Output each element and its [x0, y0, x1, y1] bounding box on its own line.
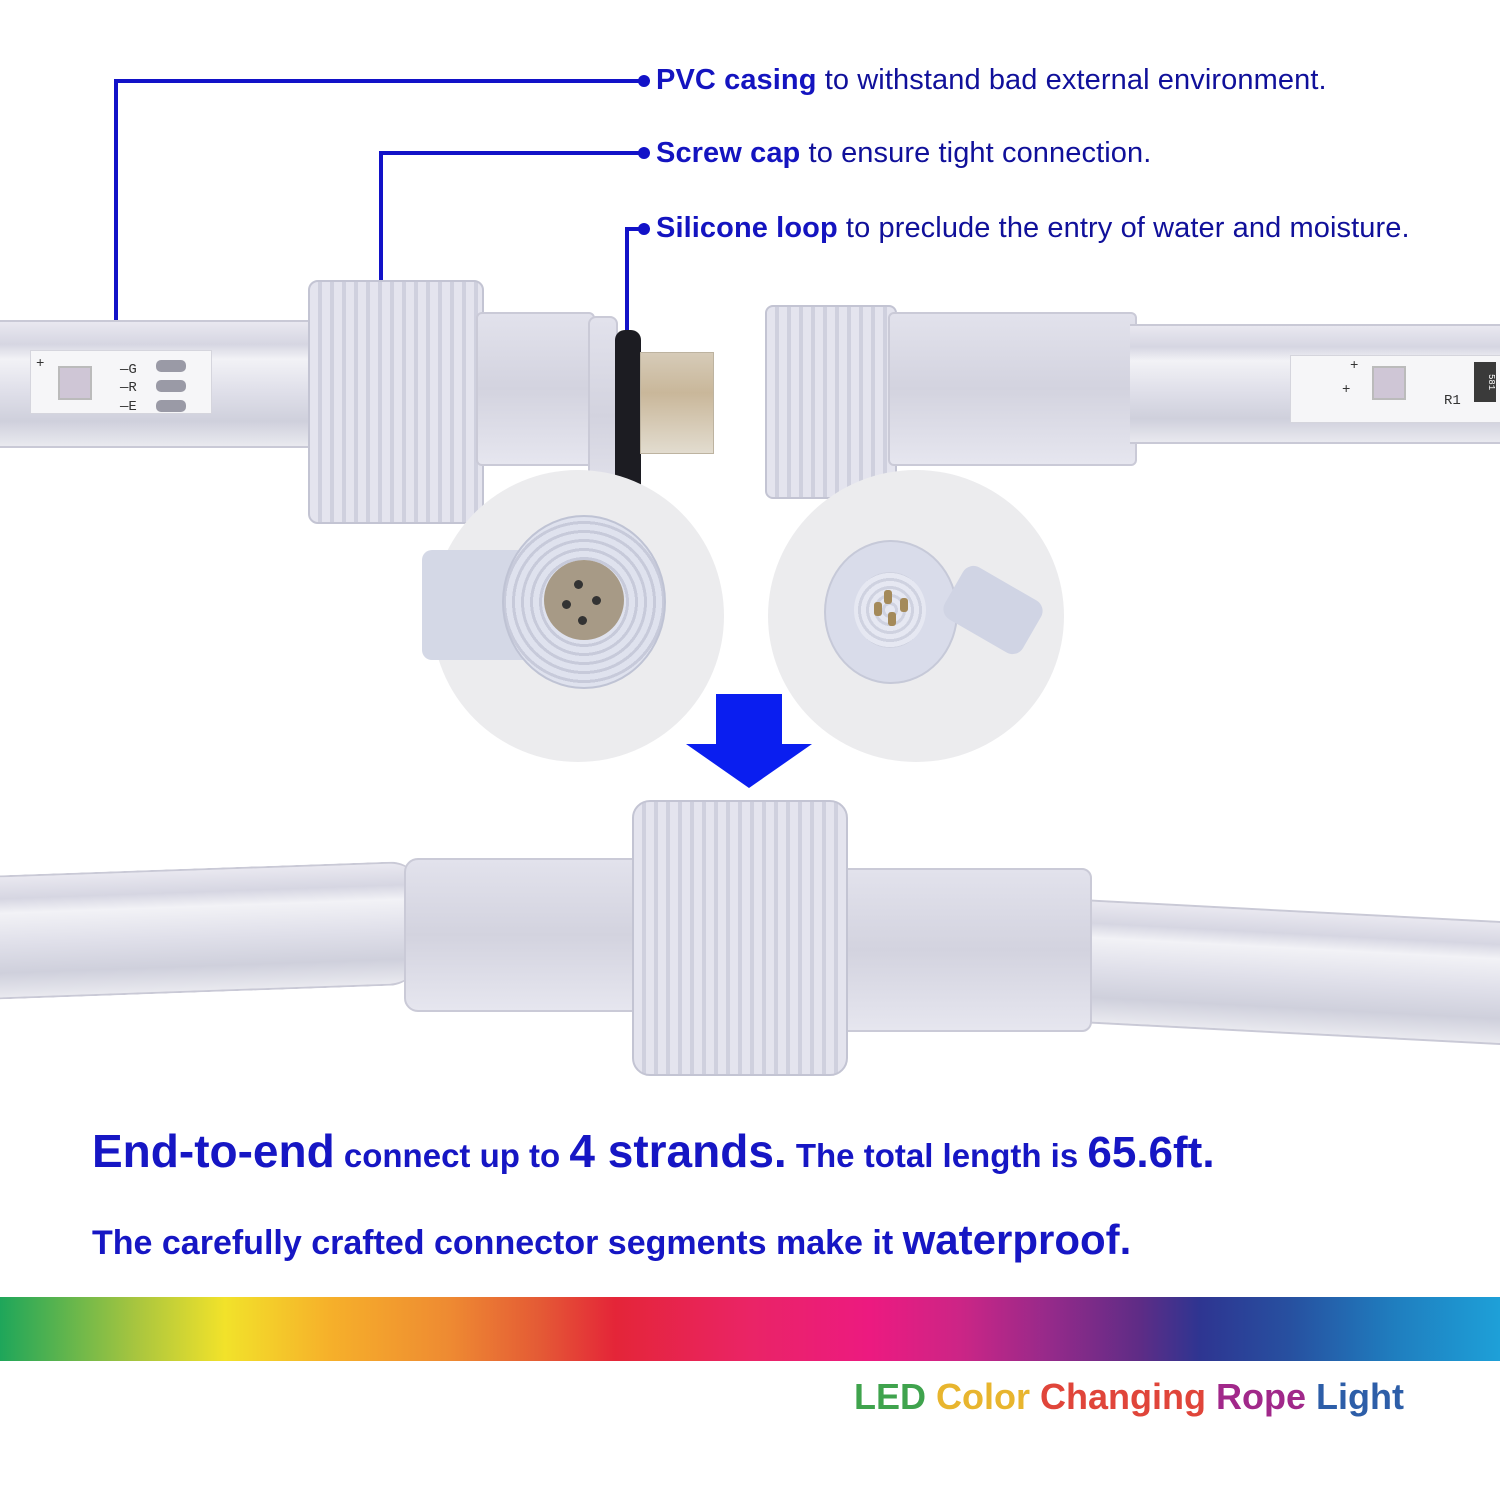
resistor-ref-label: R1 [1444, 393, 1461, 409]
headline: End-to-end connect up to 4 strands. The … [92, 1124, 1215, 1178]
resistor-component: 581 [1474, 362, 1496, 402]
female-connector-closeup [422, 470, 724, 762]
headline-text: connect up to [334, 1137, 570, 1174]
callout-text: to preclude the entry of water and moist… [837, 212, 1410, 244]
tagline-word-led: LED [854, 1376, 926, 1417]
subline: The carefully crafted connector segments… [92, 1216, 1131, 1264]
headline-length: 65.6ft. [1087, 1128, 1215, 1177]
male-connector-closeup [768, 470, 1064, 762]
headline-text: The total length is [786, 1137, 1088, 1174]
callout-text: to ensure tight connection. [800, 137, 1152, 169]
connector-sleeve-left [476, 312, 595, 466]
screw-cap-nut [308, 280, 484, 524]
pcb-pin-g: —G [120, 362, 137, 378]
product-tagline: LED Color Changing Rope Light [854, 1376, 1404, 1418]
pcb-plus-label: + [1350, 358, 1359, 374]
callout-bold: Silicone loop [656, 212, 838, 244]
pcb-plus-label: + [1342, 382, 1351, 398]
subline-text: The carefully crafted connector segments… [92, 1224, 903, 1262]
pcb-pin-r: —R [120, 380, 137, 396]
headline-end-to-end: End-to-end [92, 1125, 335, 1177]
led-chip-icon [58, 366, 92, 400]
pcb-plus-label: + [36, 356, 45, 372]
callout-text: to withstand bad external environment. [816, 64, 1327, 96]
tagline-word-rope: Rope [1205, 1376, 1306, 1417]
down-arrow-icon [686, 694, 812, 788]
tagline-word-light: Light [1306, 1376, 1404, 1417]
callout-screw-cap: Screw cap to ensure tight connection. [656, 137, 1151, 170]
callout-bold: Screw cap [656, 137, 801, 169]
callout-silicone-loop: Silicone loop to preclude the entry of w… [656, 212, 1410, 245]
headline-strands: 4 strands. [569, 1125, 787, 1177]
tagline-word-color: Color [926, 1376, 1030, 1417]
callout-pvc-casing: PVC casing to withstand bad external env… [656, 64, 1327, 97]
rainbow-gradient-bar [0, 1297, 1500, 1361]
pcb-pin-e: —E [120, 399, 137, 415]
callout-bold: PVC casing [656, 64, 817, 96]
silicone-loop-ring [615, 330, 641, 498]
subline-waterproof: waterproof. [902, 1216, 1132, 1263]
male-pin-block [640, 352, 714, 454]
led-chip-icon [1372, 366, 1406, 400]
tagline-word-changing: Changing [1030, 1376, 1206, 1417]
